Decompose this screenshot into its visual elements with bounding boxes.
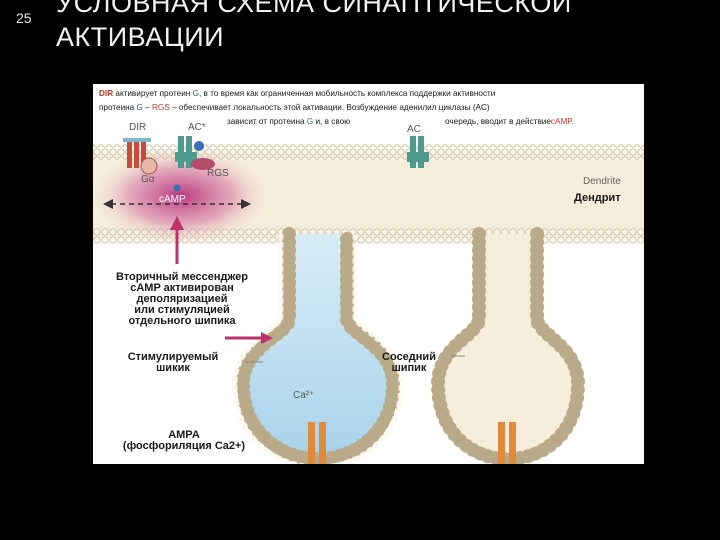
sm-line-4: или стимуляцией: [134, 304, 230, 316]
sm-line-2: cAMP активирован: [130, 282, 234, 294]
synaptic-activation-diagram: DIR активирует протеин G, в то время как…: [93, 84, 644, 464]
dir-label: DIR: [129, 122, 147, 133]
neighbor-spine-label: Соседний шипик: [369, 352, 449, 374]
neighbor-spine: [430, 227, 586, 464]
slide-title: УСЛОВНАЯ СХЕМА СИНАПТИЧЕСКОЙ АКТИВАЦИИ: [56, 0, 572, 54]
camp-molecule: [173, 184, 181, 192]
ns-line-1: Соседний: [382, 351, 436, 363]
ampa-line-2: (фосфориляция Ca2+): [122, 440, 246, 452]
dendrite-label-ru: Дендрит: [574, 192, 621, 204]
second-messenger-label: Вторичный мессенджер cAMP активирован де…: [99, 272, 265, 327]
caption-l3-c: очередь, вводит в действие: [445, 117, 551, 126]
ac-label: AC: [407, 124, 421, 135]
rgs-label: RGS: [207, 168, 229, 179]
ampa-channel-right: [498, 422, 516, 464]
caption-l1-g: G: [192, 89, 199, 98]
sm-line-1: Вторичный мессенджер: [115, 271, 249, 283]
caption-l3-a: зависит от протеина: [227, 117, 307, 126]
caption-line-2: протеина G – RGS – обеспечивает локально…: [99, 103, 490, 113]
caption-l3-g: G: [306, 117, 314, 126]
ac-star-label: AC*: [188, 122, 206, 133]
ca-label: Ca²⁺: [293, 390, 315, 401]
slide-number: 25: [16, 10, 32, 26]
caption-l2-b: – обеспечивает локальность этой активаци…: [169, 103, 490, 112]
caption-l3-camp: cAMP.: [550, 117, 574, 126]
title-line-2: АКТИВАЦИИ: [56, 22, 225, 52]
caption-line-3a: зависит от протеина G и, в свою: [227, 117, 350, 127]
ac-inactive: [407, 136, 429, 168]
caption-l2-rgs: RGS: [151, 103, 170, 112]
stimulated-spine-label: Стимулируемый шикик: [113, 352, 233, 374]
ns-line-2: шипик: [391, 362, 427, 374]
dir-receptor: [123, 138, 151, 168]
caption-l3-b: и, в свою: [313, 117, 351, 126]
ampa-label: AMPA (фосфориляция Ca2+): [99, 430, 269, 452]
g-protein: [140, 157, 158, 175]
stimulated-spine: [232, 227, 404, 464]
g-alpha-label: Gα: [141, 174, 155, 185]
caption-l1-b: , в то время как ограниченная мобильност…: [198, 89, 496, 98]
caption-l2-a: протеина: [99, 103, 137, 112]
caption-dir: DIR: [99, 89, 114, 98]
title-line-1: УСЛОВНАЯ СХЕМА СИНАПТИЧЕСКОЙ: [56, 0, 572, 18]
caption-line-3b: очередь, вводит в действиеcAMP.: [445, 117, 574, 127]
caption-line-1: DIR активирует протеин G, в то время как…: [99, 89, 495, 99]
sm-line-3: деполяризацией: [136, 293, 228, 305]
caption-l2-g: G: [136, 103, 143, 112]
ss-line-1: Стимулируемый: [127, 351, 219, 363]
ac-active: [175, 136, 204, 168]
rgs-complex: [191, 158, 215, 170]
caption-l1-a: активирует протеин: [113, 89, 193, 98]
ampa-line-1: AMPA: [168, 429, 200, 441]
camp-label: cAMP: [159, 194, 186, 205]
caption-l2-dash: –: [142, 103, 152, 112]
ss-line-2: шикик: [156, 362, 190, 374]
sm-line-5: отдельного шипика: [128, 315, 236, 327]
diagram-svg: [93, 136, 644, 464]
dendrite-label-en: Dendrite: [583, 176, 621, 187]
ampa-channel-left: [308, 422, 326, 464]
camp-cloud: [93, 146, 273, 246]
